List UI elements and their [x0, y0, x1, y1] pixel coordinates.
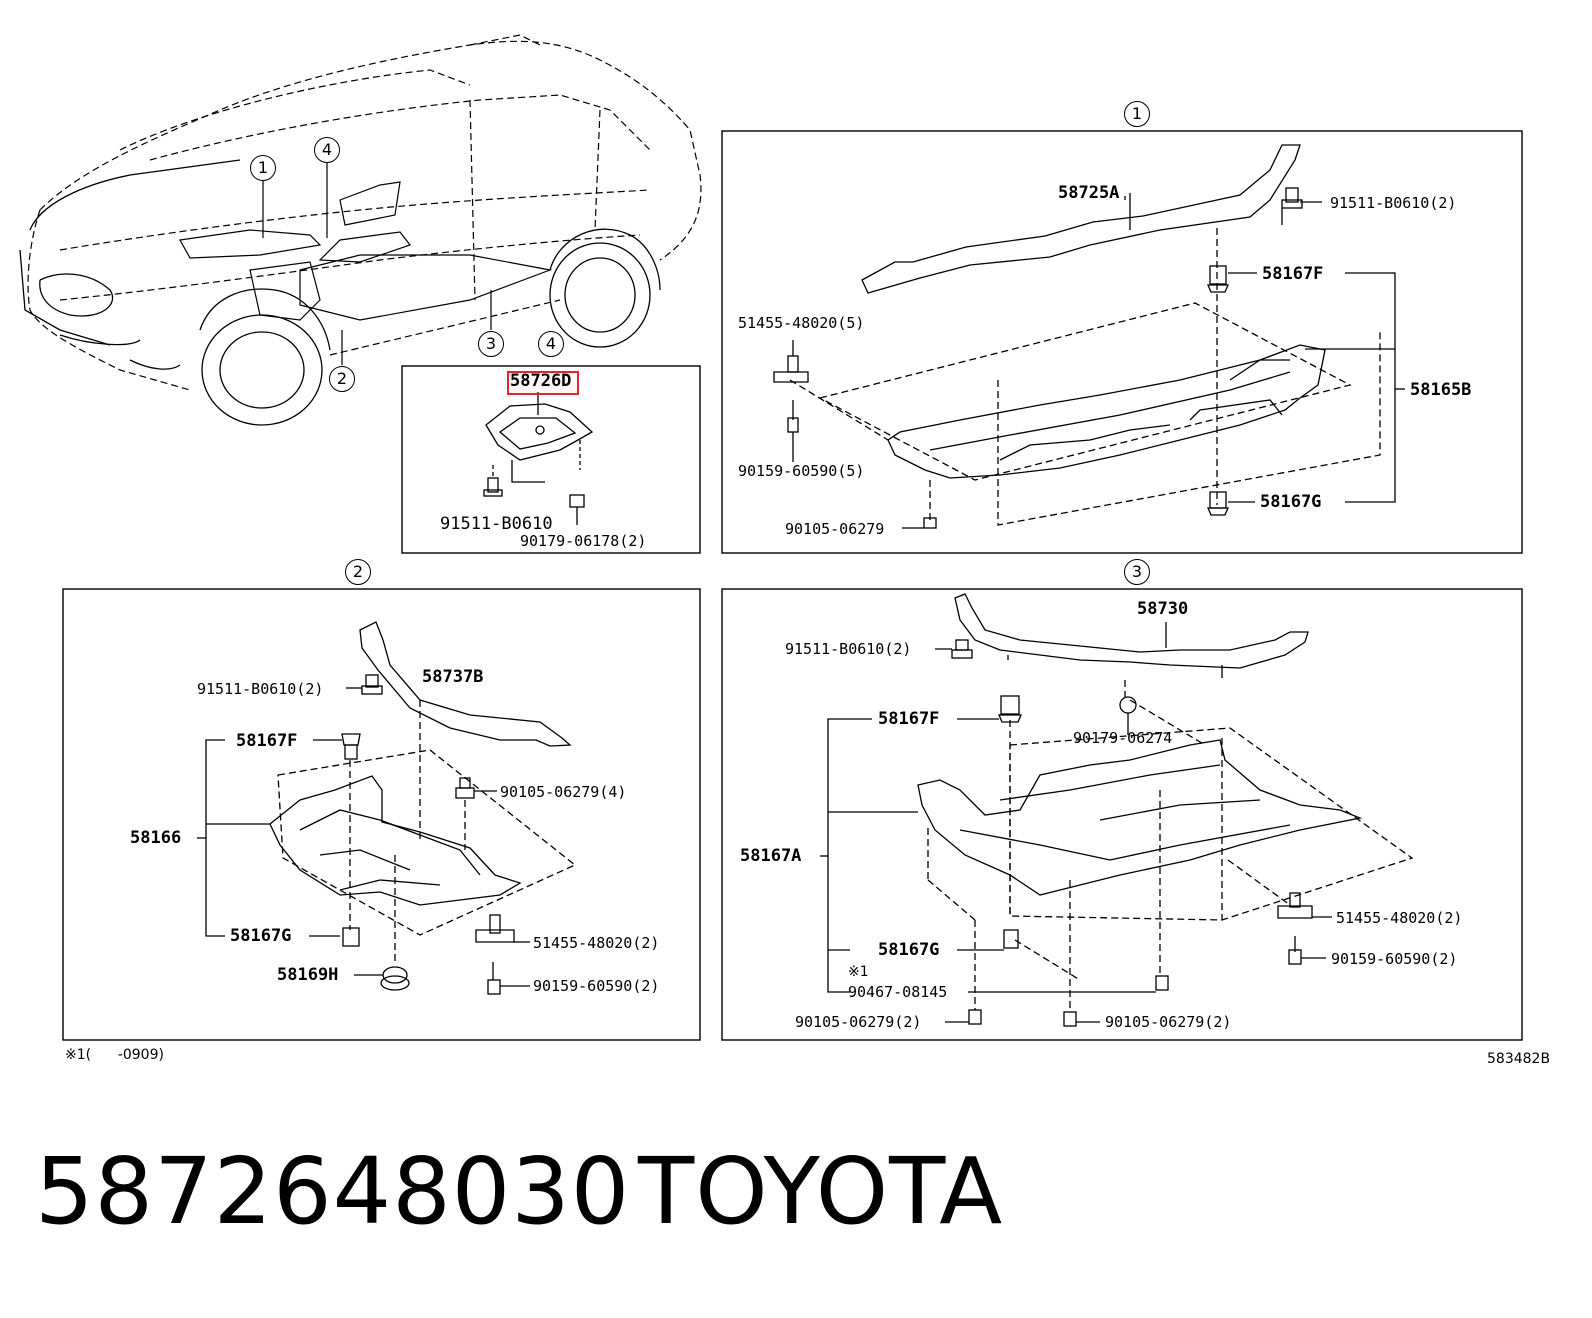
- panel-2-frame: [62, 588, 701, 1041]
- part-label-90105-06279-p1[interactable]: 90105-06279: [785, 520, 885, 538]
- part-label-51455-48020-p1[interactable]: 51455-48020(5): [738, 314, 865, 332]
- part-label-90105-06279-p3-right[interactable]: 90105-06279(2): [1105, 1013, 1232, 1031]
- overview-callout-2: 2: [329, 366, 355, 392]
- part-label-58167a[interactable]: 58167A: [740, 846, 802, 866]
- overview-callout-3: 3: [478, 331, 504, 357]
- vehicle-outline: [27, 34, 702, 391]
- caption-brand: TOYOTA: [638, 1138, 1004, 1245]
- part-label-90179-06274[interactable]: 90179-06274: [1073, 729, 1173, 747]
- part-label-58167g-p1[interactable]: 58167G: [1260, 492, 1322, 512]
- part-label-58725a[interactable]: 58725A: [1058, 183, 1120, 203]
- panel-2-drawing: [197, 621, 577, 995]
- part-label-91511-b0610-p1[interactable]: 91511-B0610(2): [1330, 194, 1457, 212]
- panel-1-frame: [721, 130, 1523, 554]
- overview-callout-4: 4: [314, 137, 340, 163]
- overview-callout-1: 1: [250, 155, 276, 181]
- panel-3-frame: [721, 588, 1523, 1041]
- panel-3-drawing: [820, 593, 1414, 1027]
- part-label-58167f-p1[interactable]: 58167F: [1262, 264, 1324, 284]
- panel-4-drawing: [483, 392, 594, 525]
- part-label-90467-08145[interactable]: 90467-08145: [848, 983, 948, 1001]
- part-label-58737b[interactable]: 58737B: [422, 667, 484, 687]
- part-label-58167f-p2[interactable]: 58167F: [236, 731, 298, 751]
- panel-3-number: 3: [1124, 559, 1150, 585]
- part-label-58730[interactable]: 58730: [1137, 599, 1189, 619]
- part-label-90105-06279-p3-left[interactable]: 90105-06279(2): [795, 1013, 922, 1031]
- part-label-58167g-p2[interactable]: 58167G: [230, 926, 292, 946]
- part-label-51455-48020-p2[interactable]: 51455-48020(2): [533, 934, 660, 952]
- part-label-58726d[interactable]: 58726D: [510, 371, 572, 391]
- part-label-90159-60590-p2[interactable]: 90159-60590(2): [533, 977, 660, 995]
- panel-1-number: 1: [1124, 101, 1150, 127]
- panel-4-number: 4: [538, 331, 564, 357]
- part-label-58165b[interactable]: 58165B: [1410, 380, 1472, 400]
- part-label-58169h[interactable]: 58169H: [277, 965, 339, 985]
- part-label-90159-60590-p3[interactable]: 90159-60590(2): [1331, 950, 1458, 968]
- overview-leaders: [262, 162, 492, 365]
- panel-1-drawing: [773, 144, 1405, 529]
- vehicle-underbody: [179, 181, 553, 321]
- part-label-91511-b0610-p3[interactable]: 91511-B0610(2): [785, 640, 912, 658]
- part-label-90105-06279-p2[interactable]: 90105-06279(4): [500, 783, 627, 801]
- panel-2-number: 2: [345, 559, 371, 585]
- part-label-58167f-p3[interactable]: 58167F: [878, 709, 940, 729]
- diagram-code: 583482B: [1487, 1051, 1551, 1067]
- caption-part-number: 5872648030: [35, 1138, 631, 1245]
- part-label-58166[interactable]: 58166: [130, 828, 182, 848]
- footnote: ※1( -0909): [65, 1047, 164, 1063]
- part-label-51455-48020-p3[interactable]: 51455-48020(2): [1336, 909, 1463, 927]
- part-label-58167g-p3[interactable]: 58167G: [878, 940, 940, 960]
- panel-4-frame: [401, 365, 701, 554]
- highlighted-part-box[interactable]: [507, 371, 579, 395]
- part-label-90179-06178[interactable]: 90179-06178(2): [520, 532, 647, 550]
- part-label-91511-b0610[interactable]: 91511-B0610: [440, 514, 553, 534]
- note-mark-1: ※1: [848, 964, 869, 980]
- part-label-90159-60590-p1[interactable]: 90159-60590(5): [738, 462, 865, 480]
- part-label-91511-b0610-p2[interactable]: 91511-B0610(2): [197, 680, 324, 698]
